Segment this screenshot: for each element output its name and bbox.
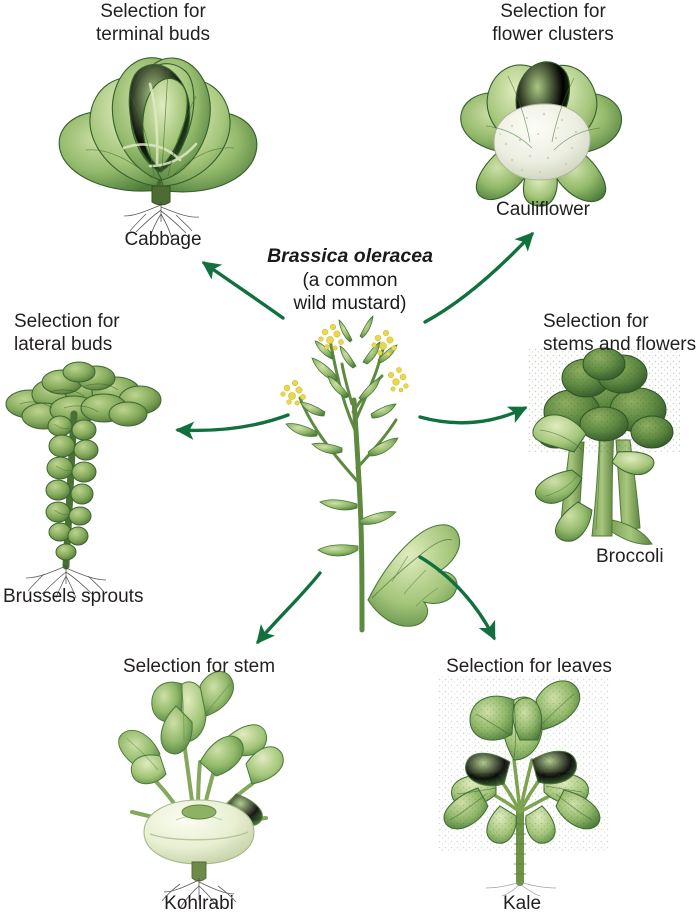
selection-label-lateral-buds: Selection for lateral buds xyxy=(14,311,120,356)
plant-name-kale: Kale xyxy=(502,893,542,914)
plant-name-broccoli: Broccoli xyxy=(596,546,664,567)
cauliflower-illustration xyxy=(460,61,623,207)
broccoli-illustration xyxy=(528,346,680,545)
plant-name-cabbage: Cabbage xyxy=(124,229,202,250)
kohlrabi-illustration xyxy=(118,671,284,909)
selection-label-stems-and-flowers: Selection for stems and flowers xyxy=(543,311,697,356)
species-name-block: Brassica oleracea (a common wild mustard… xyxy=(252,245,448,315)
plant-name-kohlrabi: Kohlrabi xyxy=(164,893,234,914)
species-common-line-1: (a common xyxy=(302,269,398,291)
cabbage-illustration xyxy=(58,57,258,240)
selection-label-terminal-buds: Selection for terminal buds xyxy=(95,1,211,46)
plant-name-brussels-sprouts: Brussels sprouts xyxy=(3,586,144,607)
selection-label-stem: Selection for stem xyxy=(122,656,276,677)
selection-label-flower-clusters: Selection for flower clusters xyxy=(492,1,614,46)
brussels-sprouts-illustration xyxy=(5,361,162,599)
mustard-flowers xyxy=(280,323,409,406)
species-binomial: Brassica oleracea xyxy=(267,245,433,267)
species-common-line-2: wild mustard) xyxy=(293,292,407,314)
mustard-lobed-leaf xyxy=(367,524,460,627)
selection-label-leaves: Selection for leaves xyxy=(446,656,612,677)
wild-mustard-illustration xyxy=(280,315,460,633)
kale-illustration xyxy=(438,676,610,897)
plant-name-cauliflower: Cauliflower xyxy=(496,199,590,220)
